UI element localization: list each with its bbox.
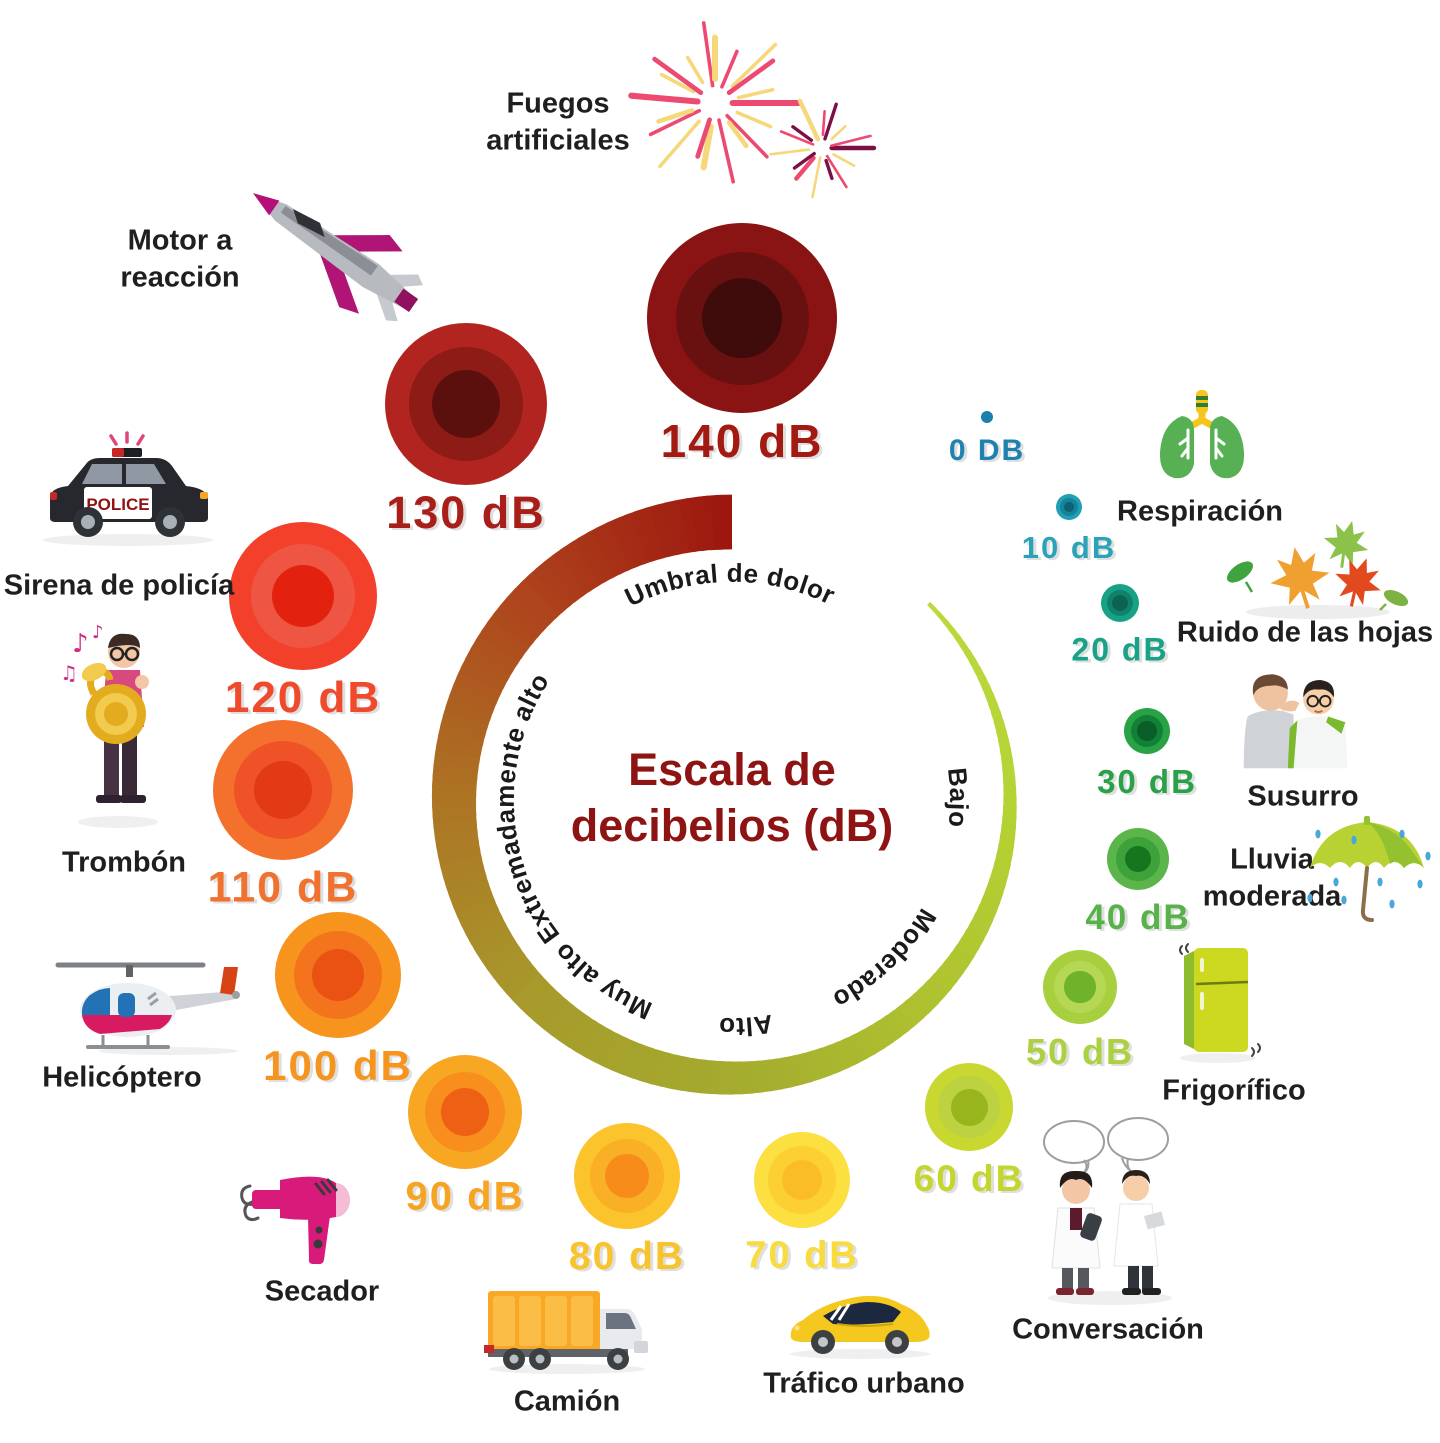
item-label-camion: Camión (513, 1385, 621, 1418)
level-120-circle-core (271, 564, 335, 628)
car-icon (785, 1282, 935, 1362)
svg-text:♪: ♪ (72, 629, 89, 659)
lungs-icon (1152, 386, 1252, 486)
level-90-circle (408, 1055, 522, 1169)
level-0-circle (981, 411, 993, 423)
arc-label-umbral-de-dolor: Umbral de dolor (620, 558, 840, 613)
level-0-circle-mid (982, 412, 992, 422)
item-label-lluvia-moderada: Lluvia moderada (1202, 843, 1342, 912)
umbrella-icon (1302, 812, 1432, 932)
level-110-circle-mid (234, 741, 332, 839)
level-130-circle-core (431, 369, 501, 439)
db-value-20: 20 dB (1071, 631, 1169, 668)
page-title: Escala de decibelios (dB) (570, 744, 894, 851)
level-40-circle-core (1124, 845, 1152, 873)
arc-label-bajo: Bajo (942, 766, 974, 829)
level-140-circle-mid (675, 251, 809, 385)
item-label-respiracion: Respiración (1117, 495, 1283, 528)
level-50-circle (1043, 950, 1117, 1024)
conversation-icon (1032, 1116, 1182, 1306)
jet-icon (230, 187, 430, 322)
level-60-circle (925, 1063, 1013, 1151)
item-label-sirena-de-policia: Sirena de policía (3, 569, 235, 602)
level-100-circle-core (311, 948, 365, 1002)
db-value-30: 30 dB (1097, 763, 1197, 800)
level-80-circle (574, 1123, 680, 1229)
level-120-circle (229, 522, 377, 670)
level-50-circle-mid (1054, 961, 1106, 1013)
hairdryer-icon (232, 1158, 372, 1268)
level-100-circle-mid (293, 930, 383, 1020)
level-20-circle-core (1112, 595, 1128, 611)
db-value-10: 10 dB (1021, 530, 1117, 565)
level-80-circle-core (604, 1153, 650, 1199)
fridge-icon (1170, 942, 1265, 1064)
item-label-trombon: Trombón (61, 846, 187, 879)
level-60-circle-core (950, 1088, 988, 1126)
level-80-circle-mid (589, 1138, 665, 1214)
svg-text:♫: ♫ (60, 661, 78, 685)
level-10-circle-core (1063, 501, 1075, 513)
level-40-circle-mid (1116, 837, 1160, 881)
item-label-helicoptero: Helicóptero (42, 1061, 202, 1094)
item-label-secador: Secador (264, 1275, 380, 1308)
tuba-player-icon: ♪ ♫ ♪ (58, 622, 178, 832)
db-value-110: 110 dB (207, 863, 359, 912)
svg-text:♪: ♪ (92, 622, 104, 643)
level-110-circle-core (253, 760, 313, 820)
level-30-circle-core (1137, 721, 1157, 741)
db-value-60: 60 dB (913, 1158, 1025, 1199)
level-60-circle-mid (938, 1076, 1000, 1138)
level-20-circle (1101, 584, 1139, 622)
svg-text:POLICE: POLICE (86, 495, 149, 514)
item-label-susurro: Susurro (1247, 780, 1359, 813)
level-140-circle-core (702, 278, 782, 358)
level-130-circle (385, 323, 547, 485)
item-label-motor-a-reaccion: Motor a reacción (120, 224, 240, 293)
db-value-0: 0 DB (948, 434, 1026, 467)
level-10-circle (1056, 494, 1082, 520)
level-50-circle-core (1064, 971, 1096, 1003)
arc-label-alto: Alto (718, 1009, 774, 1042)
level-120-circle-mid (251, 544, 355, 648)
db-value-80: 80 dB (568, 1235, 686, 1278)
db-value-40: 40 dB (1085, 898, 1191, 937)
db-value-120: 120 dB (224, 673, 382, 722)
level-100-circle (275, 912, 401, 1038)
level-40-circle (1107, 828, 1169, 890)
whisper-icon (1238, 660, 1353, 772)
db-value-100: 100 dB (263, 1042, 413, 1089)
level-30-circle (1124, 708, 1170, 754)
level-130-circle-mid (409, 347, 523, 461)
level-20-circle-mid (1106, 589, 1134, 617)
fireworks-icon (622, 21, 890, 215)
level-0-circle-core (984, 414, 990, 420)
item-label-frigorifico: Frigorífico (1162, 1074, 1306, 1107)
helicopter-icon (48, 955, 248, 1055)
item-label-fuegos-artificiales: Fuegos artificiales (486, 87, 630, 156)
level-140-circle (647, 223, 837, 413)
level-110-circle (213, 720, 353, 860)
level-70-circle-core (781, 1159, 823, 1201)
db-value-140: 140 dB (660, 415, 824, 467)
item-label-trafico-urbano: Tráfico urbano (763, 1367, 965, 1400)
police-car-icon: POLICE (28, 430, 228, 550)
truck-icon (482, 1285, 652, 1375)
db-value-90: 90 dB (405, 1174, 525, 1219)
item-label-conversacion: Conversación (1012, 1313, 1204, 1346)
level-70-circle-mid (768, 1146, 836, 1214)
db-value-130: 130 dB (386, 487, 546, 538)
level-30-circle-mid (1130, 714, 1164, 748)
level-70-circle (754, 1132, 850, 1228)
item-label-ruido-de-las-hojas: Ruido de las hojas (1176, 616, 1434, 649)
level-90-circle-mid (425, 1072, 505, 1152)
db-value-70: 70 dB (745, 1234, 859, 1277)
leaves-icon (1218, 512, 1413, 624)
level-90-circle-core (441, 1088, 489, 1136)
level-10-circle-mid (1059, 497, 1079, 517)
db-value-50: 50 dB (1025, 1031, 1135, 1072)
